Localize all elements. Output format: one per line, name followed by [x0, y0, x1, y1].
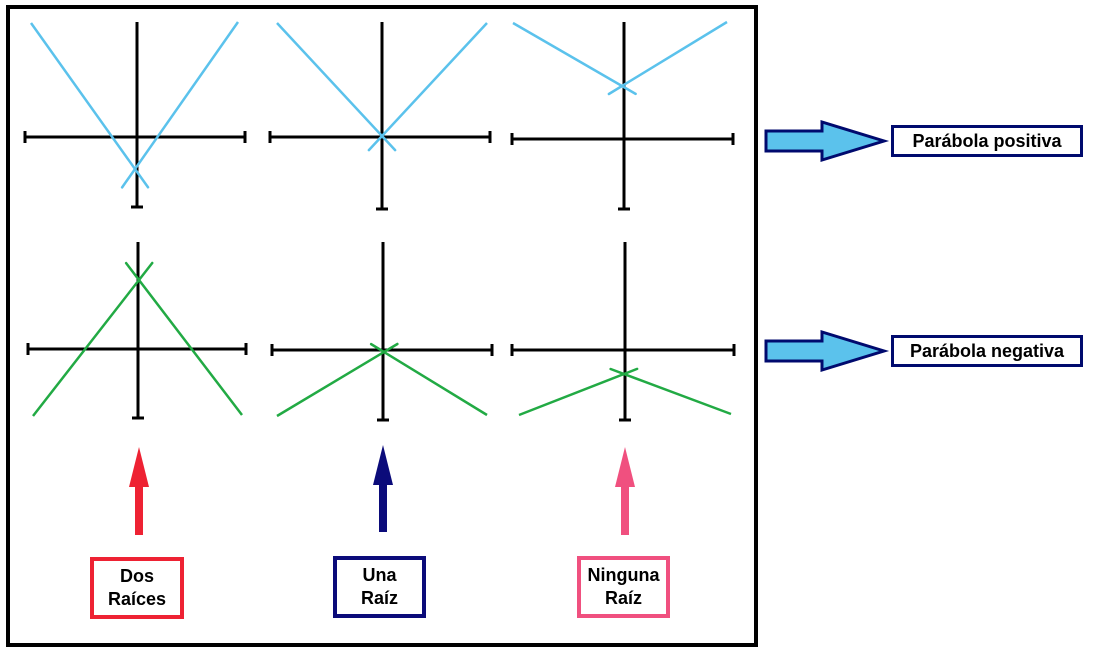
positive-parabola-two-roots	[29, 21, 240, 189]
arrow-one-root-head	[373, 445, 393, 485]
no-root-label-line2: Raíz	[604, 588, 642, 608]
graphs-frame	[6, 5, 758, 647]
negative-parabola-no-root	[518, 367, 732, 417]
arrow-two-roots-shaft	[135, 485, 143, 535]
no-root-label: Ninguna Raíz	[577, 556, 670, 618]
one-root-label-line1: Una	[362, 565, 397, 585]
arrow-to-negative-label	[764, 329, 890, 373]
arrow-two-roots-head	[129, 447, 149, 487]
negative-parabola-two-roots	[32, 261, 243, 417]
two-roots-label: Dos Raíces	[90, 557, 184, 619]
arrow-no-root-shaft	[621, 485, 629, 535]
arrow-one-root-shaft	[379, 483, 387, 532]
positive-parabola-no-root	[512, 20, 728, 96]
positive-parabola-label: Parábola positiva	[891, 125, 1083, 157]
arrow-to-positive-label	[764, 119, 890, 163]
positive-parabola-one-root	[276, 22, 488, 152]
arrow-no-root-head	[615, 447, 635, 487]
one-root-label-line2: Raíz	[360, 588, 398, 608]
two-roots-label-line2: Raíces	[107, 589, 167, 609]
no-root-label-line1: Ninguna	[587, 565, 660, 585]
negative-parabola-label: Parábola negativa	[891, 335, 1083, 367]
two-roots-label-line1: Dos	[119, 566, 154, 586]
one-root-label: Una Raíz	[333, 556, 426, 618]
negative-parabola-one-root	[276, 342, 488, 418]
